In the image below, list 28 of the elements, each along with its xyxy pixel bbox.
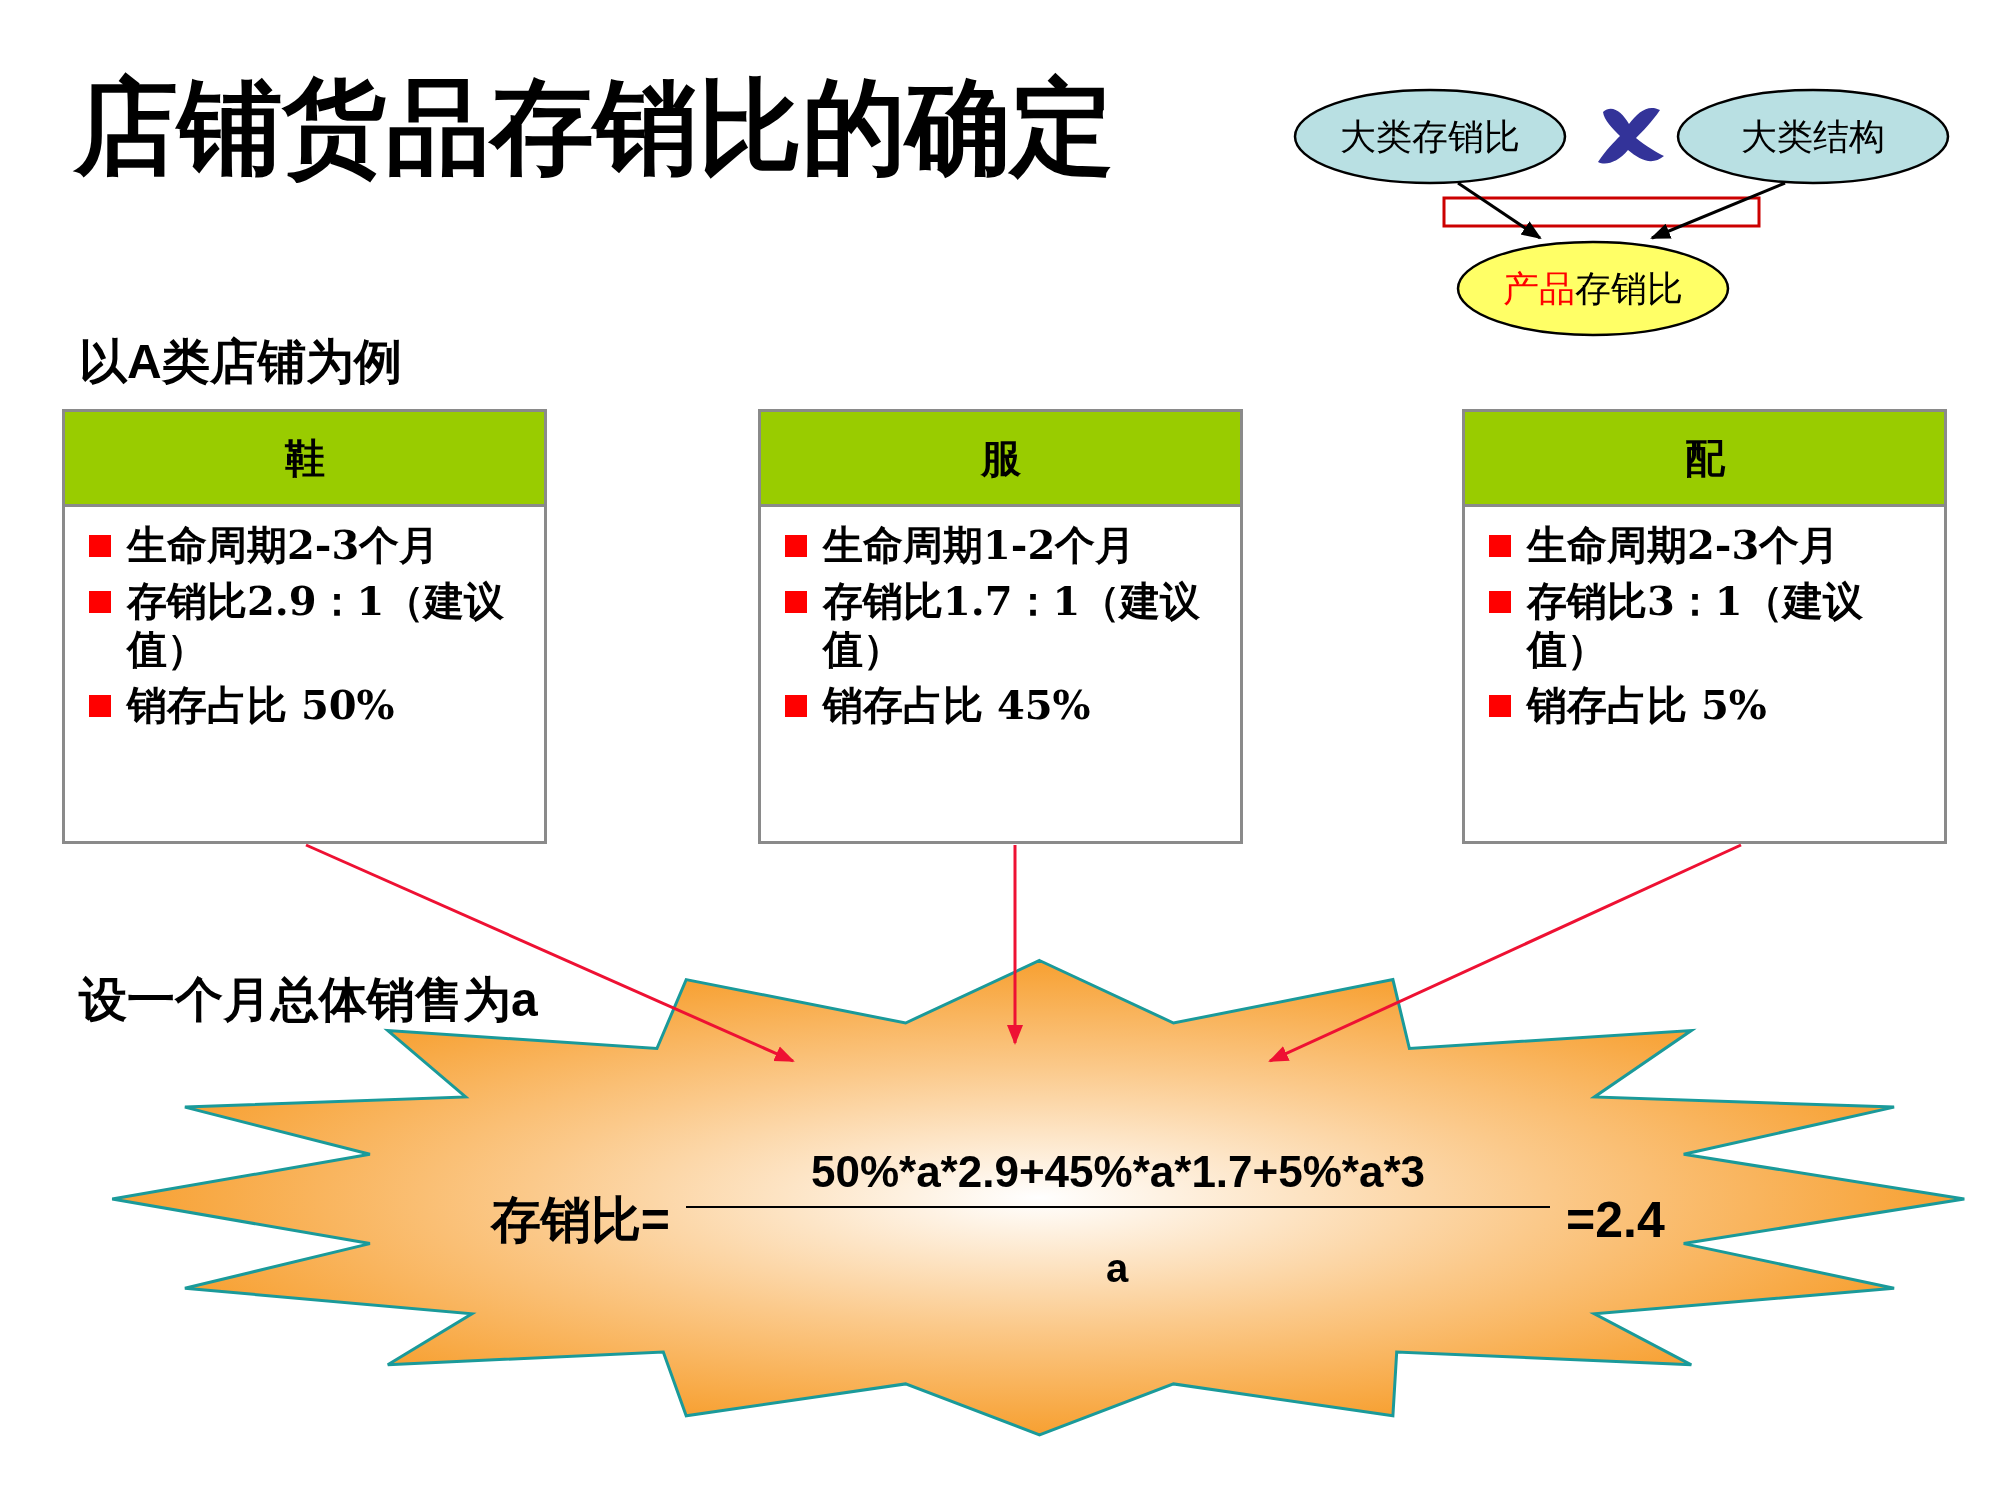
card-header: 鞋 <box>65 412 544 507</box>
formula-text: =2.4 <box>1566 1192 1666 1248</box>
label-text: 设一个月总体销售为a <box>79 972 538 1028</box>
bullet-text: 生命周期2-3个月 <box>1527 521 1840 568</box>
denominator-text: a <box>1104 1245 1130 1292</box>
formula-text: 存销比= <box>489 1192 670 1248</box>
category-card <box>62 409 547 844</box>
bullet-text: 销存占比 5% <box>1527 681 1767 728</box>
arrow <box>305 843 795 1063</box>
title: 店铺货品存销比的确定 <box>74 68 1114 187</box>
bullet-text: 存销比2.9：1（建议值） <box>127 577 505 672</box>
ellipse-label: 大类结构 <box>1740 114 1886 159</box>
bullet-text: 生命周期1-2个月 <box>823 521 1136 568</box>
ellipse-label: 产品存销比 <box>1502 266 1684 311</box>
bullet-text: 销存占比 45% <box>823 681 1091 728</box>
label-text: 以A类店铺为例 <box>79 334 402 390</box>
bullet-text: 生命周期2-3个月 <box>127 521 440 568</box>
arrow <box>1007 845 1023 1045</box>
category-card <box>1462 409 1947 844</box>
bullet-text: 存销比1.7：1（建议值） <box>823 577 1201 672</box>
category-card <box>758 409 1243 844</box>
bullet-text: 存销比3：1（建议值） <box>1527 577 1863 672</box>
card-header: 配 <box>1465 412 1944 507</box>
bullet-text: 销存占比 50% <box>127 681 395 728</box>
ellipse-label: 大类存销比 <box>1339 114 1521 159</box>
card-header: 服 <box>761 412 1240 507</box>
numerator-text: 50%*a*2.9+45%*a*1.7+5%*a*3 <box>809 1146 1427 1198</box>
arrow <box>1268 843 1742 1063</box>
